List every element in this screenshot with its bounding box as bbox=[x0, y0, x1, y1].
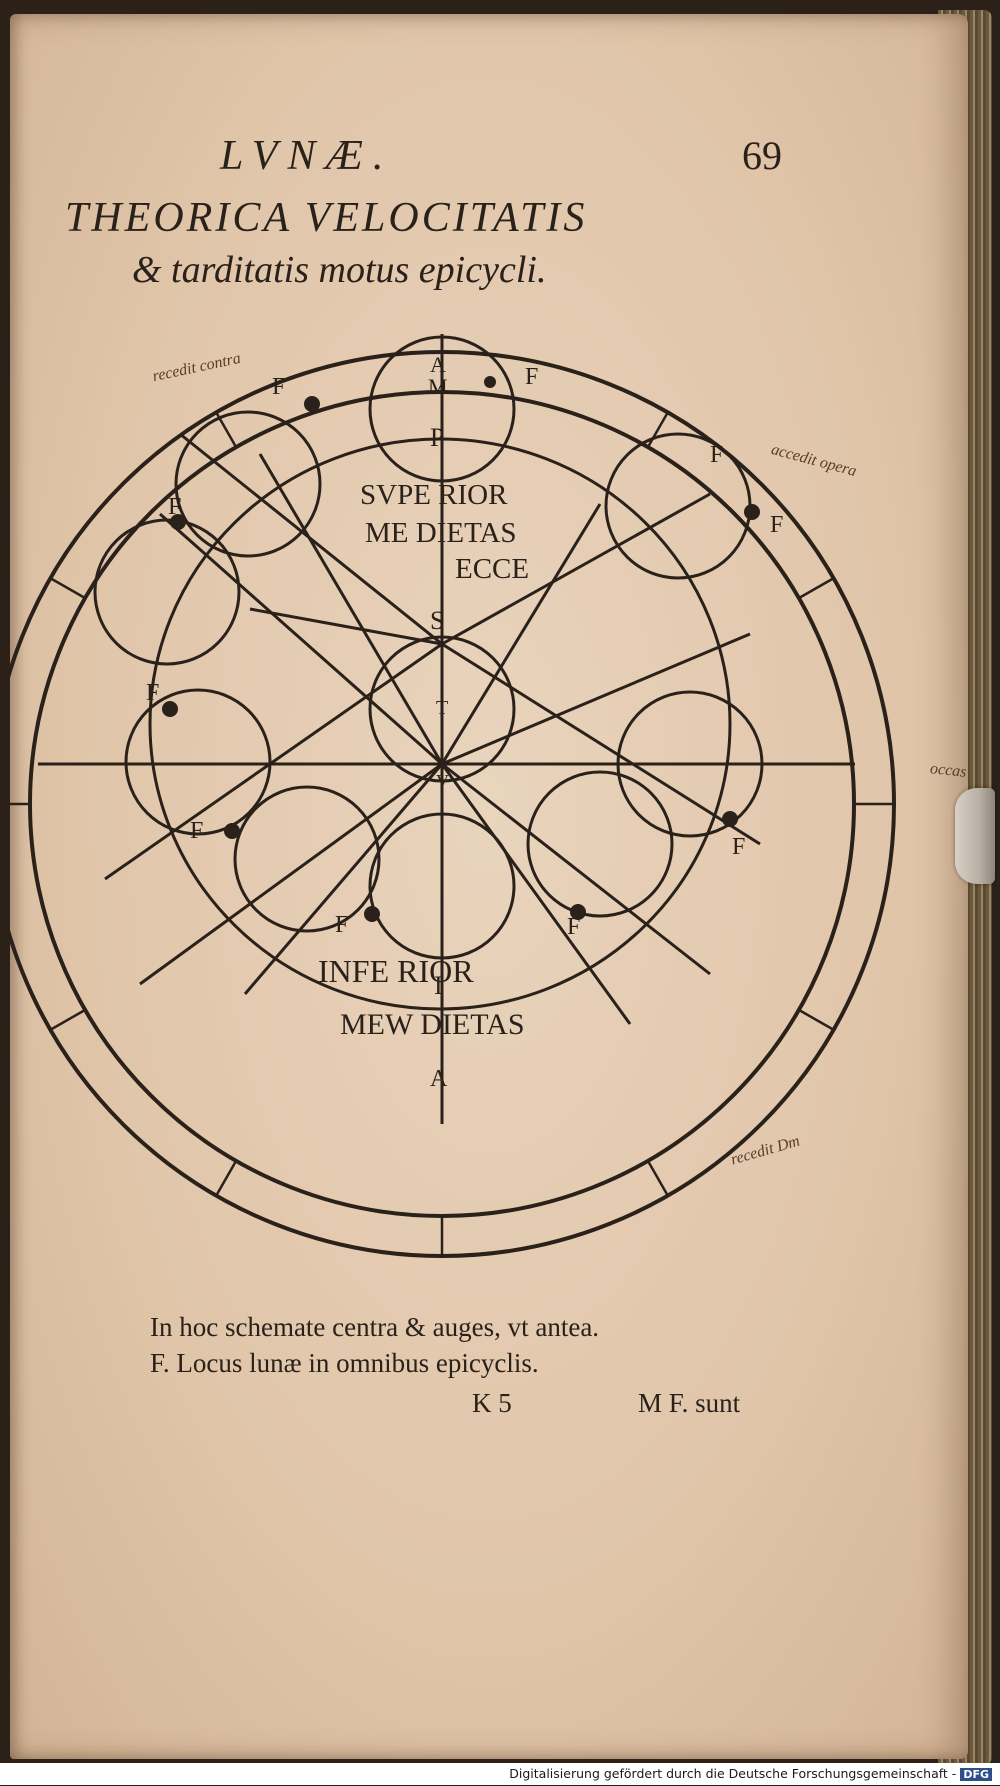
svg-text:F: F bbox=[272, 374, 285, 400]
moon-positions bbox=[162, 376, 760, 922]
signature-mark: K 5 bbox=[472, 1388, 512, 1418]
svg-text:F: F bbox=[770, 512, 783, 538]
svg-text:F: F bbox=[335, 912, 348, 938]
letter-m-top: M bbox=[428, 374, 448, 399]
svg-text:F: F bbox=[168, 494, 181, 520]
svg-text:F: F bbox=[190, 818, 203, 844]
dfg-logo: DFG bbox=[960, 1768, 992, 1781]
svg-text:F: F bbox=[732, 834, 745, 860]
book-clasp bbox=[955, 788, 995, 884]
lunar-epicycle-diagram: SVPE RIOR ME DIETAS ECCE INFE RIOR MEW D… bbox=[10, 334, 896, 1258]
book-page: LVNÆ. 69 THEORICA VELOCITATIS & tarditat… bbox=[10, 14, 968, 1759]
svg-text:F: F bbox=[146, 680, 159, 706]
catchword: M F. sunt bbox=[638, 1388, 741, 1418]
label-superior-2: ME DIETAS bbox=[365, 517, 517, 549]
title-line-2: & tarditatis motus epicycli. bbox=[132, 249, 547, 291]
letter-p: P bbox=[430, 423, 444, 452]
title-line-1: THEORICA VELOCITATIS bbox=[65, 195, 588, 241]
label-inferior-2: MEW DIETAS bbox=[340, 1008, 525, 1041]
letter-i: I bbox=[434, 971, 443, 1000]
letter-a-bottom: A bbox=[430, 1066, 448, 1092]
epicycles bbox=[93, 335, 764, 960]
digitization-footer: Digitalisierung gefördert durch die Deut… bbox=[0, 1763, 1000, 1785]
letter-s: S bbox=[430, 606, 444, 635]
marginal-note-3: occas bbox=[929, 760, 968, 781]
label-inferior-1: INFE RIOR bbox=[318, 953, 474, 989]
letter-v: V bbox=[436, 771, 449, 791]
running-head: LVNÆ. bbox=[220, 133, 394, 179]
label-superior-3: ECCE bbox=[455, 553, 529, 585]
footer-text: Digitalisierung gefördert durch die Deut… bbox=[509, 1766, 957, 1781]
label-superior-1: SVPE RIOR bbox=[360, 479, 508, 511]
caption-line-1: In hoc schemate centra & auges, vt antea… bbox=[150, 1312, 600, 1342]
caption-line-2: F. Locus lunæ in omnibus epicyclis. bbox=[150, 1348, 539, 1378]
svg-text:F: F bbox=[567, 914, 580, 940]
page-number: 69 bbox=[742, 133, 782, 178]
epicycle-labels: F F F F F F F F F F bbox=[146, 364, 783, 940]
letter-a-top: A bbox=[430, 352, 446, 377]
svg-text:F: F bbox=[710, 442, 723, 468]
svg-text:F: F bbox=[525, 364, 538, 390]
letter-t: T bbox=[436, 697, 448, 719]
